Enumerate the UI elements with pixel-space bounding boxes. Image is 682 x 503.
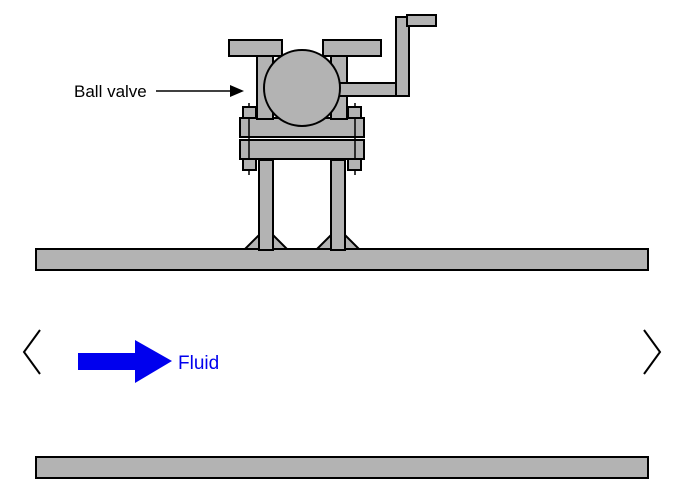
- valve-top-flange-left: [228, 39, 283, 57]
- callout-arrow-head-icon: [230, 85, 244, 97]
- valve-ball: [263, 49, 341, 127]
- pipe-break-left-icon: [22, 329, 41, 375]
- standpipe-wall-right: [330, 159, 346, 251]
- flange-lower-plate: [239, 139, 365, 160]
- pipe: [22, 248, 662, 479]
- weld-fillet: [344, 232, 362, 250]
- weld-fillet: [314, 232, 332, 250]
- ball-valve-label: Ball valve: [74, 82, 147, 101]
- fluid-arrow-head-icon: [135, 340, 172, 383]
- fluid-arrow-shaft: [78, 353, 135, 370]
- pipe-bottom-wall: [35, 456, 649, 479]
- weld-fillet: [242, 232, 260, 250]
- weld-fillet: [272, 232, 290, 250]
- fluid-flow-indicator: Fluid: [78, 340, 219, 383]
- flange-nut: [242, 158, 257, 171]
- handle-grip: [406, 14, 437, 27]
- flange-nut: [347, 158, 362, 171]
- pipe-top-wall: [35, 248, 649, 271]
- ball-valve-callout: Ball valve: [74, 82, 244, 101]
- flange-nut: [347, 106, 362, 119]
- fluid-label: Fluid: [178, 353, 219, 374]
- valve-standpipe: [242, 159, 362, 251]
- flange-nut: [242, 106, 257, 119]
- valve-top-flange-right: [322, 39, 382, 57]
- pipe-break-right-icon: [643, 329, 662, 375]
- handle-lever-bar: [395, 16, 410, 97]
- standpipe-wall-left: [258, 159, 274, 251]
